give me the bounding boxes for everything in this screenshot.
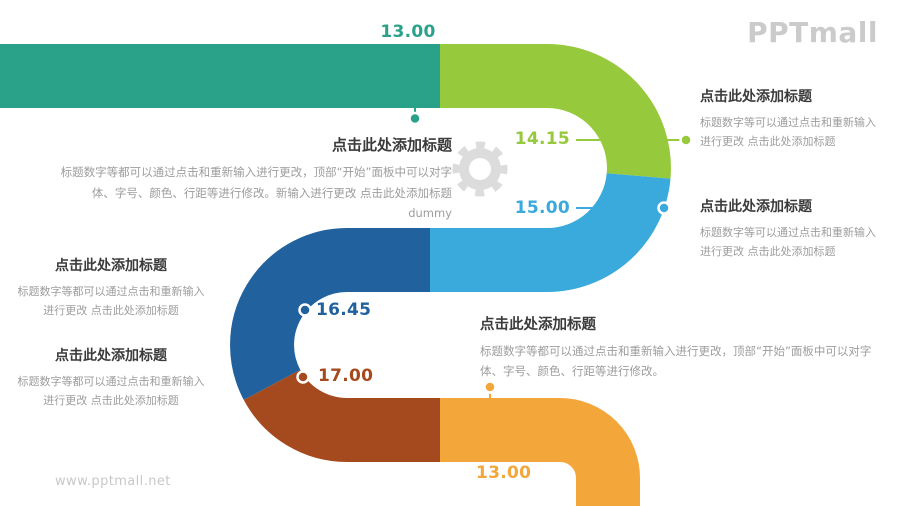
block-title: 点击此处添加标题 — [55, 258, 167, 274]
marker-dot-4 — [298, 303, 312, 317]
time-label-2: 14.15 — [514, 129, 570, 149]
block-title: 点击此处添加标题 — [700, 89, 812, 105]
block-title: 点击此处添加标题 — [331, 136, 452, 154]
ribbon-segment-darkblue — [230, 228, 430, 400]
pptmall-logo: PPTmall — [747, 16, 878, 49]
gear-teeth — [452, 141, 508, 197]
time-label-1: 13.00 — [380, 22, 436, 42]
text-block-left-2: 点击此处添加标题 标题数字等都可以通过点击和重新输入进行更改 点击此处添加标题 — [14, 345, 208, 411]
time-label-4: 16.45 — [316, 300, 372, 320]
block-body: 标题数字等可以通过点击和重新输入进行更改 点击此处添加标题 — [700, 226, 876, 259]
marker-dot-3 — [657, 201, 671, 215]
time-label-5: 17.00 — [318, 366, 374, 386]
block-body: 标题数字等都可以通过点击和重新输入进行更改 点击此处添加标题 — [17, 375, 205, 408]
time-label-3: 15.00 — [514, 198, 570, 218]
gear-body — [459, 148, 501, 190]
ribbon-segment-orange — [440, 398, 640, 506]
time-label-6: 13.00 — [476, 463, 532, 483]
ribbon-segment-brown — [243, 368, 440, 462]
ribbon-segment-green — [440, 44, 671, 179]
text-block-center: 点击此处添加标题 标题数字等都可以通过点击和重新输入进行更改，顶部“开始”面板中… — [58, 134, 452, 224]
block-body: 标题数字等可以通过点击和重新输入进行更改 点击此处添加标题 — [700, 116, 876, 149]
block-body: 标题数字等都可以通过点击和重新输入进行更改，顶部“开始”面板中可以对字体、字号、… — [60, 165, 452, 221]
block-title: 点击此处添加标题 — [480, 317, 596, 333]
gear-icon — [452, 141, 508, 197]
ribbon-segment-skyblue — [430, 172, 671, 292]
text-block-left-1: 点击此处添加标题 标题数字等都可以通过点击和重新输入进行更改 点击此处添加标题 — [14, 255, 208, 321]
text-block-bottom: 点击此处添加标题 标题数字等都可以通过点击和重新输入进行更改，顶部“开始”面板中… — [480, 313, 878, 381]
marker-dot-5 — [296, 370, 310, 384]
marker-dot-2 — [679, 133, 693, 147]
block-body: 标题数字等都可以通过点击和重新输入进行更改，顶部“开始”面板中可以对字体、字号、… — [480, 344, 872, 379]
footer-url: www.pptmall.net — [55, 474, 171, 489]
marker-dot-6 — [483, 380, 497, 394]
marker-dot-1 — [408, 111, 422, 126]
text-block-right-2: 点击此处添加标题 标题数字等可以通过点击和重新输入进行更改 点击此处添加标题 — [700, 196, 880, 262]
block-title: 点击此处添加标题 — [700, 199, 812, 215]
block-title: 点击此处添加标题 — [55, 348, 167, 364]
text-block-right-1: 点击此处添加标题 标题数字等可以通过点击和重新输入进行更改 点击此处添加标题 — [700, 86, 880, 152]
block-body: 标题数字等都可以通过点击和重新输入进行更改 点击此处添加标题 — [17, 285, 205, 318]
